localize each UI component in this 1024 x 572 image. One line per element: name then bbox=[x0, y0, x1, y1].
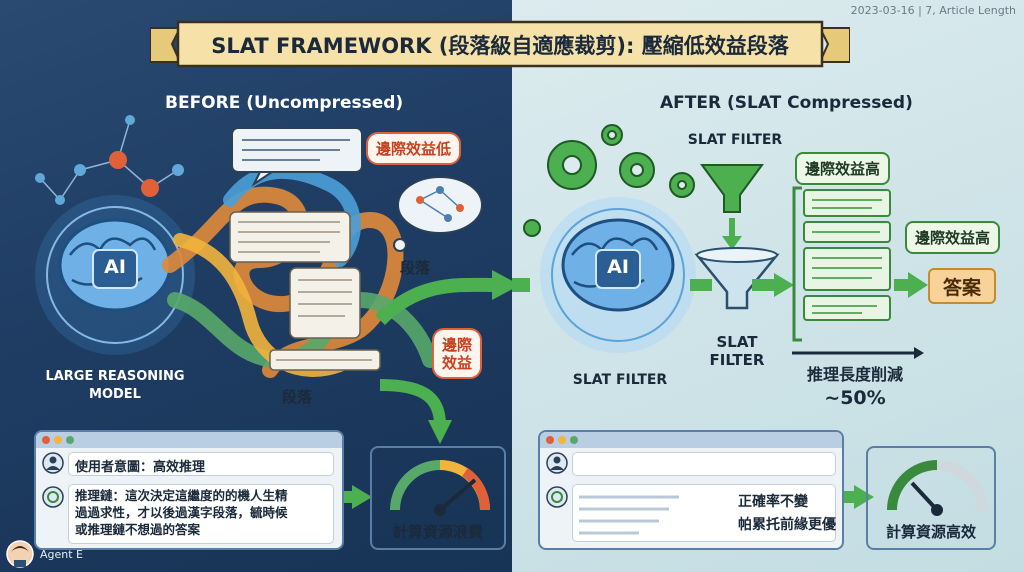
openai-logo-icon bbox=[42, 486, 64, 508]
close-dot-icon bbox=[546, 436, 554, 444]
close-dot-icon bbox=[42, 436, 50, 444]
thought-cloud-icon bbox=[393, 176, 483, 252]
tag-paragraph: 段落 bbox=[400, 259, 431, 277]
reasoning-line2: 過過求性，才以後過漢字段落，毓時候 bbox=[75, 504, 288, 520]
slat-filter-funnel-line2: FILTER bbox=[709, 351, 765, 369]
tag-high-marginal-2: 邊際效益高 bbox=[905, 221, 1001, 254]
user-intent-row: 使用者意圖：高效推理 bbox=[68, 452, 334, 476]
placeholder-lines bbox=[579, 495, 679, 535]
ai-label-before: AI bbox=[104, 256, 126, 278]
document-bubble-icon bbox=[231, 127, 363, 187]
check-accuracy-text: 正確率不變 bbox=[738, 494, 808, 510]
tag-marginal-line2: 效益 bbox=[432, 352, 483, 379]
after-title: AFTER (SLAT Compressed) bbox=[660, 93, 913, 113]
slat-filter-funnel-line1: SLAT bbox=[716, 333, 758, 351]
window-titlebar bbox=[540, 432, 842, 448]
minimize-dot-icon bbox=[558, 436, 566, 444]
gauge-efficient-label: 計算資源高效 bbox=[885, 523, 976, 541]
agent-badge: Agent E bbox=[6, 540, 83, 568]
compressed-reasoning-row bbox=[572, 484, 836, 542]
gauge-waste-label: 計算資源浪費 bbox=[392, 523, 483, 541]
reasoning-line3: 或推理鏈不想過的答案 bbox=[75, 521, 201, 537]
green-arrow-icon bbox=[336, 270, 512, 509]
tag-low-marginal: 邊際效益低 bbox=[366, 132, 462, 165]
user-intent-row-empty bbox=[572, 452, 836, 476]
maximize-dot-icon bbox=[570, 436, 578, 444]
gauge-efficient-icon bbox=[887, 460, 987, 516]
ai-label-after: AI bbox=[607, 256, 629, 278]
model-label-line2: MODEL bbox=[89, 387, 141, 402]
after-gauge: 計算資源高效 bbox=[866, 446, 996, 550]
brain-icon bbox=[35, 195, 195, 355]
funnel-icon bbox=[694, 247, 780, 310]
answer-box: 答案 bbox=[928, 268, 996, 304]
slat-filter-brain-label: SLAT FILTER bbox=[572, 372, 668, 388]
brain-icon bbox=[540, 197, 696, 353]
after-diagram bbox=[512, 124, 987, 536]
slat-filter-top-label: SLAT FILTER bbox=[687, 132, 783, 148]
check-pareto-text: 帕累托前緣更優 bbox=[738, 517, 836, 533]
tag-paragraph-bottom: 段落 bbox=[282, 388, 313, 406]
reduction-label-line1: 推理長度削減 bbox=[806, 365, 903, 384]
user-avatar-icon bbox=[546, 452, 568, 474]
window-titlebar bbox=[36, 432, 342, 448]
agent-avatar-icon bbox=[6, 540, 34, 568]
agent-name: Agent E bbox=[40, 547, 84, 561]
user-avatar-icon bbox=[42, 452, 64, 474]
reduction-label-line2: ~50% bbox=[824, 387, 886, 409]
funnel-icon-top bbox=[700, 164, 764, 250]
gauge-waste-icon bbox=[390, 460, 491, 516]
before-title: BEFORE (Uncompressed) bbox=[165, 93, 404, 113]
minimize-dot-icon bbox=[54, 436, 62, 444]
model-label-line1: LARGE REASONING bbox=[45, 369, 185, 384]
before-diagram bbox=[35, 115, 512, 516]
meta-info: 2023-03-16 | 7, Article Length bbox=[850, 4, 1016, 17]
maximize-dot-icon bbox=[66, 436, 74, 444]
tag-marginal-line1: 邊際 bbox=[432, 328, 483, 355]
reasoning-chain-row: 推理鏈：這次決定這繼度的的機人生精 過過求性，才以後過漢字段落，毓時候 或推理鏈… bbox=[68, 484, 334, 544]
before-gauge: 計算資源浪費 bbox=[370, 446, 506, 550]
gear-icon bbox=[523, 124, 695, 237]
openai-logo-icon bbox=[546, 486, 568, 508]
user-intent-text: 使用者意圖：高效推理 bbox=[75, 460, 206, 475]
paragraph-card-icons bbox=[803, 189, 891, 321]
title-banner bbox=[150, 20, 850, 68]
reasoning-line1: 推理鏈：這次決定這繼度的的機人生精 bbox=[75, 488, 288, 503]
page-title: SLAT FRAMEWORK (段落級自適應裁剪): 壓縮低效益段落 bbox=[211, 34, 789, 58]
tag-high-marginal-1: 邊際效益高 bbox=[795, 152, 891, 185]
